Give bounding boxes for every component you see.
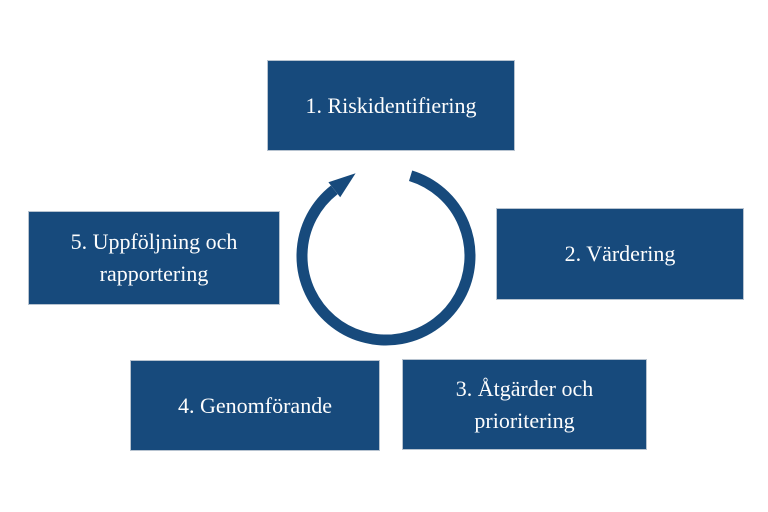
step-5-label: 5. Uppföljning och rapportering: [70, 229, 238, 286]
step-4-label: 4. Genomförande: [178, 392, 332, 418]
step-5-uppfoljning-och-rapportering-box: 5. Uppföljning och rapportering: [28, 211, 280, 305]
step-3-label: 3. Åtgärder och prioritering: [455, 375, 594, 433]
step-2-label: 2. Värdering: [564, 241, 676, 267]
step-2-vardering-box: 2. Värdering: [496, 208, 744, 300]
step-1-riskidentifiering-box: 1. Riskidentifiering: [267, 60, 515, 151]
cycle-arrow-arc: [296, 170, 476, 346]
cycle-arrowhead-icon: [328, 173, 356, 198]
step-3-atgarder-och-prioritering-box: 3. Åtgärder och prioritering: [402, 359, 647, 450]
step-1-label: 1. Riskidentifiering: [305, 92, 477, 118]
step-4-genomforande-box: 4. Genomförande: [130, 360, 380, 451]
